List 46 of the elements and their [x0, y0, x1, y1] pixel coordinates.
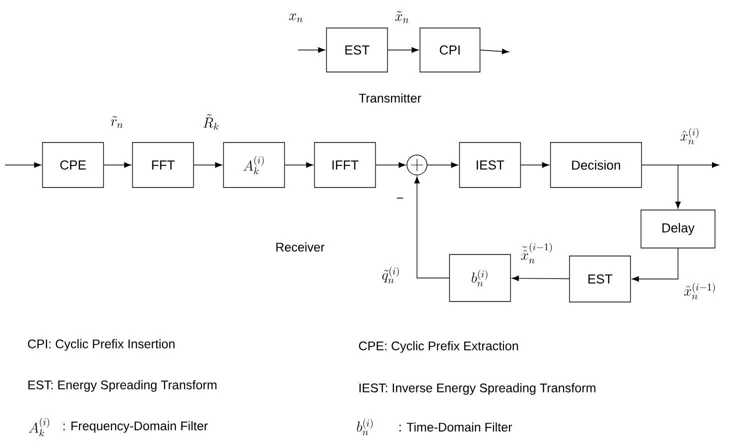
legend-formula: $A_k^{(i)}$ [28, 418, 50, 436]
block-box: FFT [132, 142, 194, 188]
section-title: Receiver [276, 242, 324, 252]
arrow [632, 248, 678, 282]
block-box: $A_k^{(i)}$ [223, 142, 285, 188]
edge-label: $\tilde{x}_n$ [395, 11, 408, 23]
sign-label: − [396, 198, 404, 199]
legend-text: IEST: Inverse Energy Spreading Transform [360, 383, 596, 395]
edge-label: $\hat{x}_n^{(i-1)}$ [684, 282, 715, 300]
legend-text: : Frequency-Domain Filter [64, 421, 208, 433]
edge-label: $x_n$ [289, 14, 302, 22]
arrow [284, 162, 314, 168]
edge-label: $\hat{x}_n^{(i)}$ [680, 128, 698, 144]
arrow [4, 162, 42, 168]
legend-formula: $b_n^{(i)}$ [357, 418, 373, 436]
block-box: EST [569, 256, 631, 302]
arrow [298, 47, 326, 53]
arrow [427, 162, 458, 168]
arrow [388, 47, 419, 53]
arrow [414, 176, 450, 278]
block-box: IFFT [314, 142, 376, 188]
edge-label: $\tilde{r}_n$ [110, 116, 123, 128]
edge-label: $\tilde{R}_k$ [203, 114, 218, 130]
arrow [675, 164, 681, 209]
legend-text: : Time-Domain Filter [400, 422, 512, 432]
arrow [512, 276, 570, 282]
block-box: IEST [459, 142, 521, 188]
section-title: Transmitter [358, 93, 422, 103]
arrow [480, 48, 509, 54]
block-box: CPI [420, 28, 480, 72]
legend-text: CPI: Cyclic Prefix Insertion [28, 339, 174, 351]
arrow [104, 162, 132, 168]
legend-text: EST: Energy Spreading Transform [28, 380, 216, 392]
arrow [376, 162, 406, 168]
legend-text: CPE: Cyclic Prefix Extraction [358, 341, 518, 353]
arrow [642, 162, 719, 168]
summing-junction [406, 154, 428, 176]
block-box: $b_n^{(i)}$ [449, 254, 511, 302]
block-box: Decision [550, 142, 642, 188]
block-box: EST [326, 28, 388, 72]
edge-label: $\tilde{\hat{x}}_n^{(i-1)}$ [521, 242, 552, 264]
block-box: Delay [640, 210, 716, 248]
arrow [520, 162, 550, 168]
block-box: CPE [42, 142, 104, 188]
arrow [194, 162, 222, 168]
edge-label: $\tilde{q}_n^{(i)}$ [382, 266, 399, 284]
